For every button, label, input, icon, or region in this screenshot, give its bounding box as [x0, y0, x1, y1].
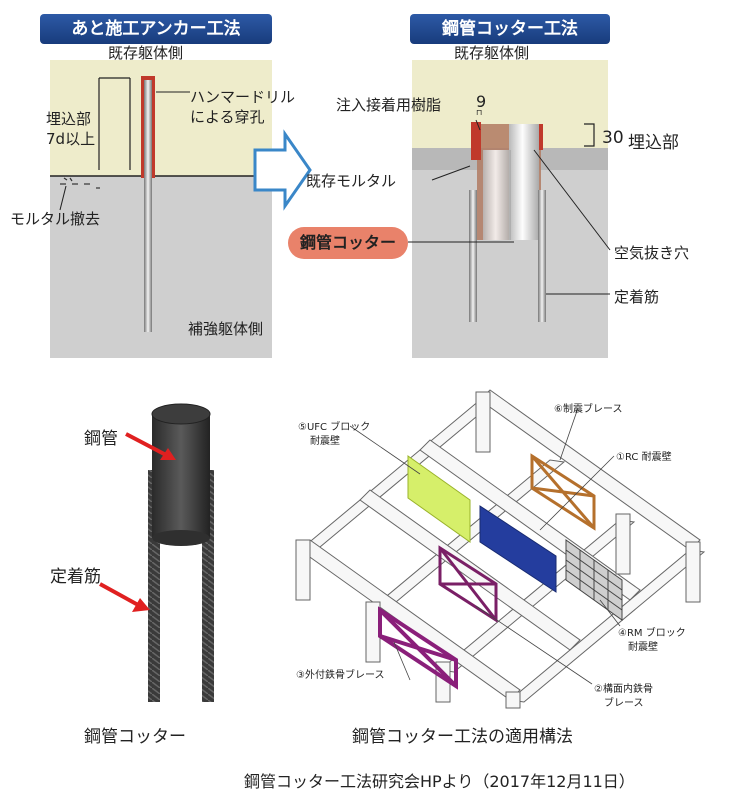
top-diagrams	[50, 60, 611, 358]
transition-arrow-icon	[253, 129, 312, 211]
ufc-block-wall	[407, 455, 471, 543]
air-hole-leader	[533, 149, 611, 251]
label-ufc-1: ⑤UFC ブロック	[298, 422, 371, 433]
source-note: 鋼管コッター工法研究会HPより（2017年12月11日）	[244, 772, 635, 791]
drill-label-1: ハンマードリル	[190, 88, 296, 106]
right-anchor-bar-1	[469, 190, 477, 322]
cotter-method-title: 鋼管コッター工法	[410, 14, 610, 44]
cotter-photo	[99, 403, 214, 702]
resin-left	[471, 122, 481, 160]
left-reinforce-concrete	[50, 176, 272, 358]
resin-label: 注入接着用樹脂	[336, 96, 442, 114]
cotter-label-pill: 鋼管コッター	[288, 227, 408, 259]
air-hole-label: 空気抜き穴	[614, 244, 690, 262]
left-existing-concrete	[50, 60, 272, 176]
photo-pipe-label: 鋼管	[84, 429, 118, 449]
mortar-removal-label: モルタル撤去	[10, 210, 101, 228]
right-embed-bracket	[584, 123, 595, 147]
label-rm-2: 耐震壁	[628, 642, 658, 653]
pipe-arrow-icon	[125, 432, 176, 460]
label-inner-brace-2: ブレース	[604, 698, 644, 709]
anchor-bar-label: 定着筋	[614, 288, 660, 306]
reinforce-side-label: 補強躯体側	[188, 320, 264, 338]
embed-label-1: 埋込部	[46, 110, 92, 128]
photo-steel-pipe	[152, 414, 210, 538]
photo-pipe-top	[151, 403, 211, 425]
mortar-leader	[59, 185, 67, 211]
right-embed-label: 埋込部	[628, 133, 679, 153]
label-external-brace: ③外付鉄骨ブレース	[296, 670, 385, 681]
anchor-arrow-icon	[99, 582, 150, 612]
resin-mark-sub: ⊓	[476, 108, 483, 117]
mortar-leader-right	[431, 165, 471, 181]
damper-brace	[530, 453, 596, 531]
resin-mark: 9	[476, 92, 487, 111]
drill-label-2: による穿孔	[190, 108, 265, 126]
steel-cotter-pipe	[509, 124, 539, 240]
label-inner-brace-1: ②構面内鉄骨	[594, 684, 653, 695]
right-existing-side-label: 既存躯体側	[454, 44, 530, 62]
embed-label-2: 7d以上	[46, 130, 96, 148]
label-ufc-2: 耐震壁	[310, 436, 340, 447]
rm-block-wall	[565, 539, 623, 621]
photo-anchor-label: 定着筋	[50, 567, 101, 587]
inner-steel-brace	[438, 545, 498, 623]
frame-diagram	[295, 389, 706, 709]
frame-caption: 鋼管コッター工法の適用構法	[352, 727, 573, 747]
anchor-method-title: あと施工アンカー工法	[40, 14, 272, 44]
right-anchor-bar-2	[538, 190, 546, 322]
label-rc: ①RC 耐震壁	[616, 452, 672, 463]
photo-caption: 鋼管コッター	[84, 727, 186, 747]
frame-leaders	[349, 407, 621, 685]
label-rm-1: ④RM ブロック	[618, 628, 686, 639]
label-damper: ⑥制震ブレース	[554, 404, 623, 415]
mortar-removed-marks	[60, 177, 100, 189]
left-existing-side-label: 既存躯体側	[108, 44, 184, 62]
embed-number: 30	[602, 128, 624, 148]
left-anchor-bar	[144, 80, 152, 332]
external-steel-brace	[378, 606, 458, 690]
rc-wall	[479, 505, 557, 593]
existing-mortar-label: 既存モルタル	[306, 172, 397, 190]
